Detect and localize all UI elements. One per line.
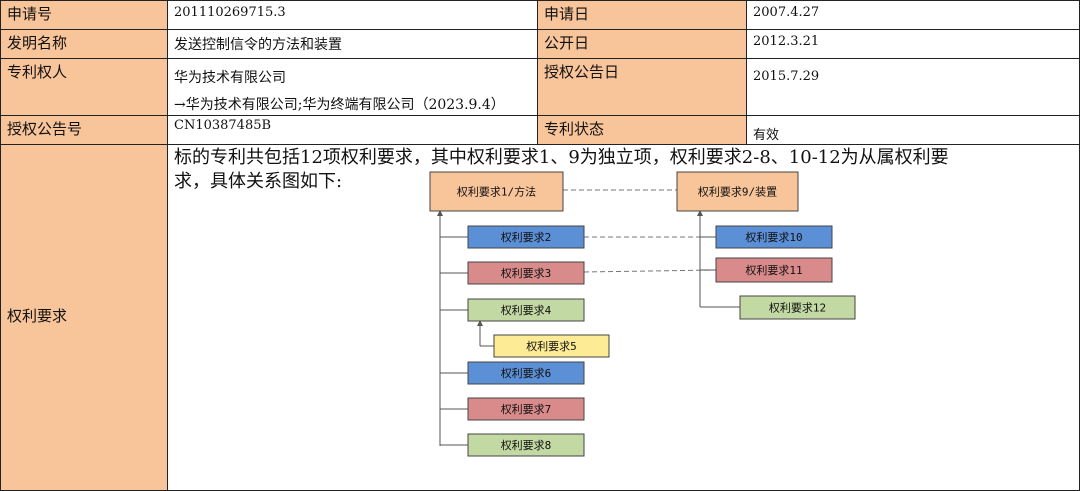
node-c12: 权利要求12 [739,295,856,320]
node-label-c6: 权利要求6 [501,367,552,380]
node-c11: 权利要求11 [715,257,833,283]
node-box-c2 [467,225,585,249]
claims-description-line-2: 求，具体关系图如下: [174,171,343,192]
label-application-number: 申请号 [0,0,168,30]
node-box-c11 [715,257,833,283]
node-c7: 权利要求7 [467,397,585,421]
value-patentee: 华为技术有限公司 →华为技术有限公司;华为终端有限公司（2023.9.4） [167,58,538,116]
label-invention-title: 发明名称 [0,29,168,59]
node-label-c10: 权利要求10 [745,231,802,244]
value-invention-title: 发送控制信令的方法和装置 [167,29,538,59]
patentee-transfer: →华为技术有限公司;华为终端有限公司（2023.9.4） [174,97,505,113]
node-box-c1 [429,171,564,212]
label-grant-publication-number: 授权公告号 [0,115,168,145]
node-label-c2: 权利要求2 [501,231,552,244]
label-patentee: 专利权人 [0,58,168,116]
node-c2: 权利要求2 [467,225,585,249]
node-c9: 权利要求9/装置 [676,171,799,212]
node-label-c4: 权利要求4 [501,304,552,317]
label-application-date: 申请日 [537,0,747,30]
node-label-c3: 权利要求3 [501,267,552,280]
claims-description: 标的专利共包括12项权利要求，其中权利要求1、9为独立项，权利要求2-8、10-… [174,146,1074,194]
node-label-c1: 权利要求1/方法 [457,185,536,199]
node-box-c12 [739,295,856,320]
link-claim3-claim11 [583,269,717,273]
node-label-c11: 权利要求11 [745,264,802,277]
node-label-c12: 权利要求12 [769,302,826,315]
node-c10: 权利要求10 [715,225,833,249]
label-patent-status: 专利状态 [537,115,747,145]
node-box-c5 [493,334,610,358]
node-label-c7: 权利要求7 [501,403,552,416]
node-c3: 权利要求3 [467,261,585,285]
patentee-original: 华为技术有限公司 [174,70,286,86]
node-c5: 权利要求5 [493,334,610,358]
node-label-c9: 权利要求9/装置 [698,186,777,199]
label-claims: 权利要求 [0,144,168,491]
node-c4: 权利要求4 [467,298,585,322]
node-box-c10 [715,225,833,249]
node-box-c9 [676,171,799,212]
node-box-c8 [467,433,585,457]
node-c8: 权利要求8 [467,433,585,457]
node-label-c5: 权利要求5 [526,340,577,353]
claims-description-line-1: 标的专利共包括12项权利要求，其中权利要求1、9为独立项，权利要求2-8、10-… [174,147,949,168]
claims-content-cell [167,144,1080,491]
node-c1: 权利要求1/方法 [429,171,564,212]
value-grant-publication-date: 2015.7.29 [746,58,1080,116]
node-box-c3 [467,261,585,285]
node-box-c7 [467,397,585,421]
label-publication-date: 公开日 [537,29,747,59]
node-box-c4 [467,298,585,322]
node-label-c8: 权利要求8 [501,439,552,452]
label-grant-publication-date: 授权公告日 [537,58,747,116]
node-c6: 权利要求6 [467,361,585,385]
node-box-c6 [467,361,585,385]
